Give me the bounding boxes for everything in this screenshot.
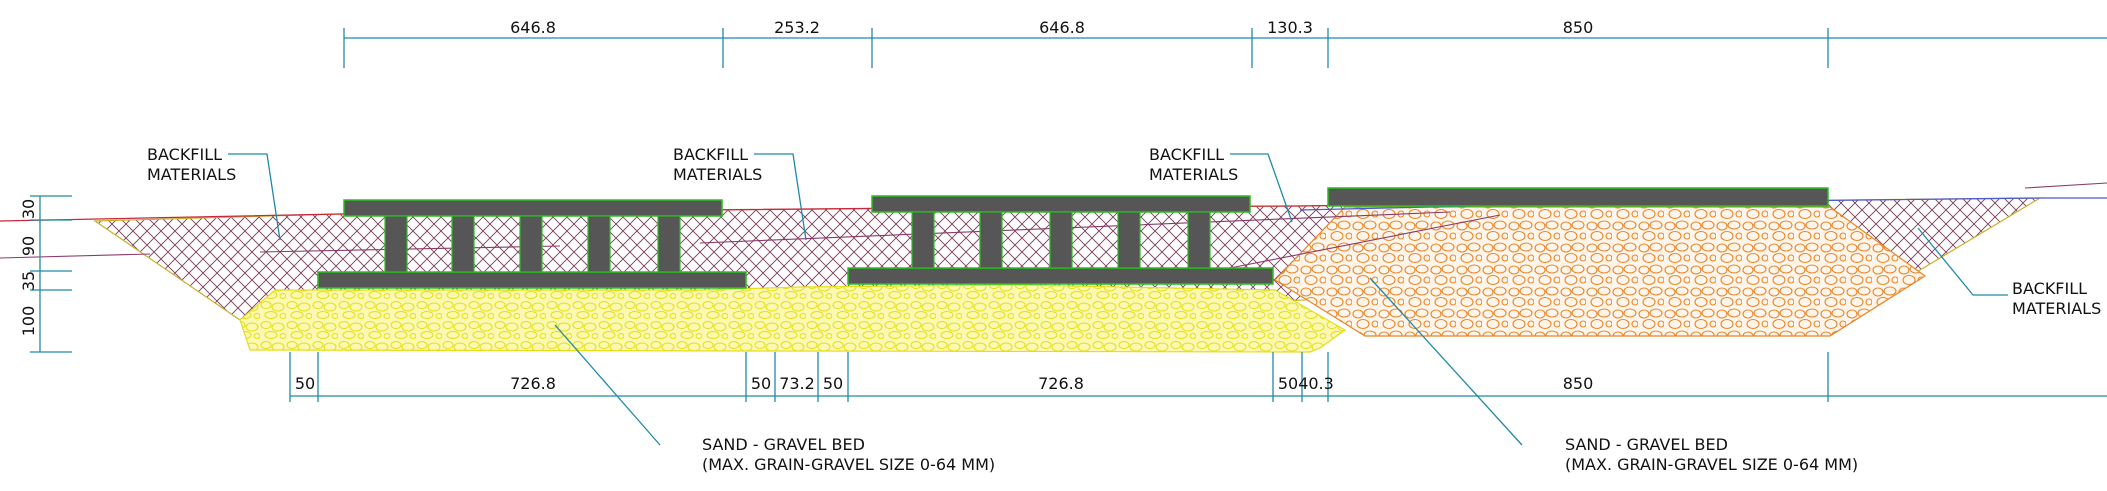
bottom-dim-9: 850 bbox=[1563, 374, 1594, 393]
bottom-dim-1: 50 bbox=[295, 374, 315, 393]
vertical-dim-2: 90 bbox=[19, 236, 38, 256]
backfill-label-2: BACKFILL MATERIALS bbox=[673, 145, 762, 184]
concrete-slab-left bbox=[317, 199, 747, 289]
sand-bed-label-1: SAND - GRAVEL BED (MAX. GRAIN-GRAVEL SIZ… bbox=[702, 435, 995, 474]
top-dim-2: 253.2 bbox=[774, 18, 820, 37]
top-dim-1: 646.8 bbox=[510, 18, 556, 37]
ground-line-purple bbox=[0, 182, 2107, 271]
bottom-dim-6: 726.8 bbox=[1038, 374, 1084, 393]
top-dim-4: 130.3 bbox=[1267, 18, 1313, 37]
sand-bed-label-2: SAND - GRAVEL BED (MAX. GRAIN-GRAVEL SIZ… bbox=[1565, 435, 1858, 474]
leader-lines bbox=[228, 153, 2008, 446]
backfill-label-3: BACKFILL MATERIALS bbox=[1149, 145, 1238, 184]
bottom-dimension-chain: 50 726.8 50 73.2 50 726.8 50 40.3 850 bbox=[289, 352, 2107, 402]
vertical-dim-1: 30 bbox=[19, 199, 38, 219]
vertical-dimension-chain: 30 90 35 100 bbox=[19, 195, 72, 353]
top-dim-5: 850 bbox=[1563, 18, 1594, 37]
bottom-dim-7: 50 bbox=[1278, 374, 1298, 393]
bottom-dim-2: 726.8 bbox=[510, 374, 556, 393]
backfill-label-4: BACKFILL MATERIALS bbox=[2012, 279, 2101, 318]
bottom-dim-8: 40.3 bbox=[1298, 374, 1334, 393]
top-dimension-chain: 646.8 253.2 646.8 130.3 850 bbox=[343, 18, 2107, 68]
sand-gravel-bed bbox=[239, 284, 1347, 353]
vertical-dim-3: 35 bbox=[19, 271, 38, 291]
top-dim-3: 646.8 bbox=[1039, 18, 1085, 37]
concrete-slab-right bbox=[1327, 187, 1829, 207]
gravel-bed-right bbox=[1274, 206, 1927, 337]
concrete-slab-middle bbox=[847, 195, 1274, 285]
vertical-dim-4: 100 bbox=[19, 306, 38, 337]
bottom-dim-4: 73.2 bbox=[779, 374, 815, 393]
backfill-label-1: BACKFILL MATERIALS bbox=[147, 145, 236, 184]
bottom-dim-5: 50 bbox=[823, 374, 843, 393]
bottom-dim-3: 50 bbox=[751, 374, 771, 393]
